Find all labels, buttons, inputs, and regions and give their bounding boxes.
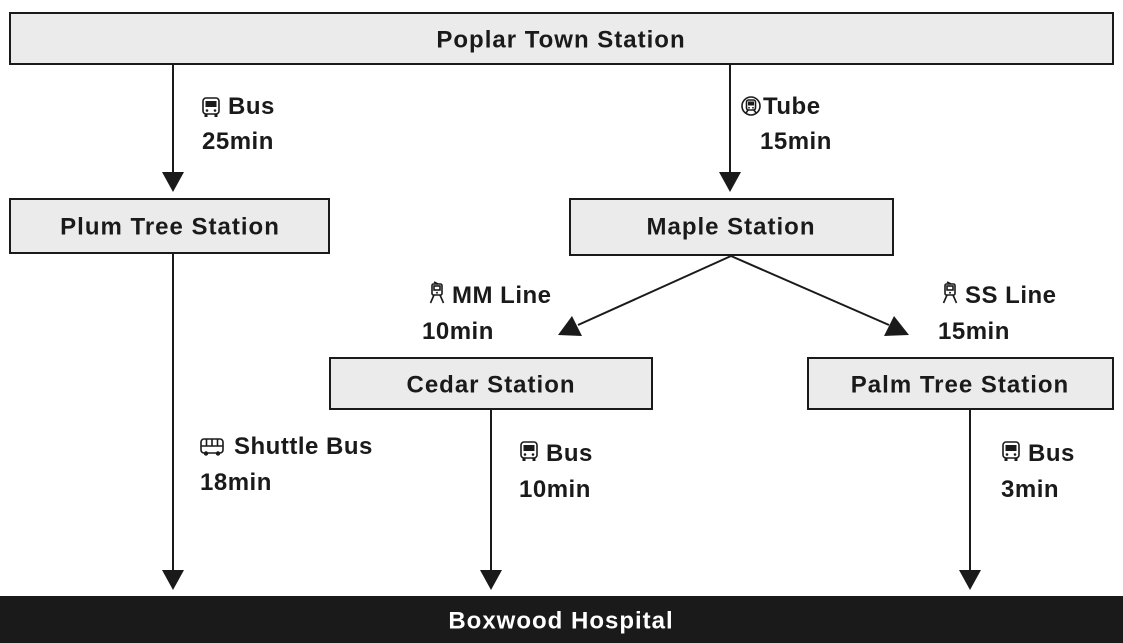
node-label: Poplar Town Station bbox=[436, 27, 685, 54]
tram-icon bbox=[942, 281, 958, 304]
edge-time-label: 10min bbox=[422, 318, 494, 345]
edge-time-label: 25min bbox=[202, 128, 274, 155]
shuttle-bus-icon bbox=[200, 438, 224, 457]
edge-time-label: 3min bbox=[1001, 476, 1059, 503]
node-label: Maple Station bbox=[646, 214, 815, 241]
bus-icon bbox=[1002, 441, 1020, 462]
node-palm-tree-station: Palm Tree Station bbox=[807, 357, 1114, 410]
edge-time-label: 10min bbox=[519, 476, 591, 503]
edge-cedar-hospital bbox=[480, 410, 502, 590]
node-cedar-station: Cedar Station bbox=[329, 357, 653, 410]
edge-mode-label: MM Line bbox=[452, 282, 552, 309]
node-maple-station: Maple Station bbox=[569, 198, 894, 256]
edge-maple-palm bbox=[730, 255, 909, 336]
node-boxwood-hospital: Boxwood Hospital bbox=[0, 596, 1123, 643]
node-label: Cedar Station bbox=[406, 372, 575, 399]
tram-icon bbox=[429, 281, 445, 304]
node-label: Boxwood Hospital bbox=[448, 608, 673, 635]
node-label: Plum Tree Station bbox=[60, 214, 280, 241]
node-label: Palm Tree Station bbox=[851, 372, 1069, 399]
bus-icon bbox=[202, 97, 220, 118]
edge-time-label: 15min bbox=[938, 318, 1010, 345]
edge-mode-label: Bus bbox=[546, 440, 593, 467]
edge-time-label: 15min bbox=[760, 128, 832, 155]
edge-palm-hospital bbox=[959, 410, 981, 590]
edge-mode-label: Shuttle Bus bbox=[234, 433, 373, 460]
edge-poplar-plum bbox=[162, 65, 184, 192]
node-poplar-town-station: Poplar Town Station bbox=[9, 12, 1114, 65]
tube-icon bbox=[741, 96, 761, 116]
edge-mode-label: Bus bbox=[1028, 440, 1075, 467]
edge-mode-label: Bus bbox=[228, 93, 275, 120]
edge-plum-hospital bbox=[162, 254, 184, 590]
node-plum-tree-station: Plum Tree Station bbox=[9, 198, 330, 254]
edge-mode-label: Tube bbox=[763, 93, 821, 120]
edge-time-label: 18min bbox=[200, 469, 272, 496]
edge-mode-label: SS Line bbox=[965, 282, 1057, 309]
bus-icon bbox=[520, 441, 538, 462]
edge-poplar-maple bbox=[719, 65, 741, 192]
edge-maple-cedar bbox=[558, 255, 732, 336]
